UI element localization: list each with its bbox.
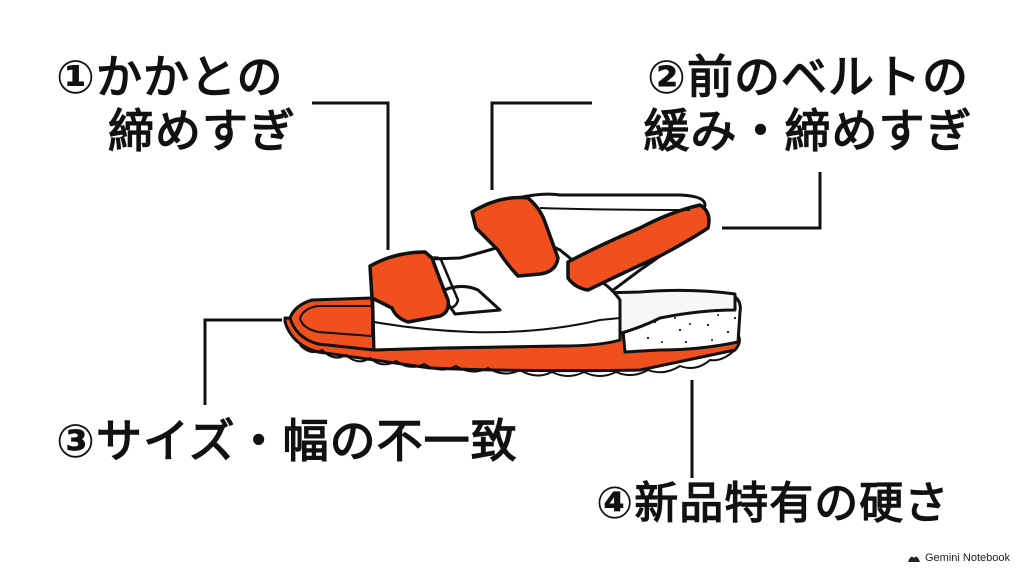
label-stiffness-line-1: ④新品特有の硬さ — [596, 478, 950, 529]
label-front-belt: ②前のベルトの 緩み・締めすぎ — [598, 50, 1018, 159]
label-front-belt-line-2: 緩み・締めすぎ — [643, 104, 973, 159]
leader-line-heel — [312, 101, 390, 250]
leader-line-front-belt-right — [722, 172, 822, 230]
leader-lines — [203, 101, 822, 478]
label-heel-line-1: ①かかとの — [56, 50, 284, 104]
label-size-mismatch: ③サイズ・幅の不一致 — [56, 414, 518, 468]
heel-counter-edge — [539, 207, 691, 211]
label-new-stiffness: ④新品特有の硬さ — [596, 478, 949, 530]
front-strap-buckle-loop — [431, 256, 460, 310]
label-front-belt-line-1: ②前のベルトの — [647, 50, 969, 104]
front-strap — [368, 250, 451, 324]
label-heel-line-2: 締めすぎ — [108, 104, 296, 159]
notebook-logo-icon — [908, 556, 920, 562]
upper-edge-line — [373, 317, 621, 334]
leader-line-size — [203, 318, 282, 405]
label-size-line-1: ③サイズ・幅の不一致 — [56, 414, 518, 468]
leader-line-front-belt — [490, 101, 592, 190]
heel-strap — [566, 203, 711, 292]
middle-strap — [470, 195, 560, 278]
label-heel-too-tight: ①かかとの 締めすぎ — [56, 50, 296, 159]
watermark-text: Gemini Notebook — [925, 552, 1010, 564]
outsole-wave — [299, 344, 736, 377]
watermark: Gemini Notebook — [907, 552, 1010, 564]
